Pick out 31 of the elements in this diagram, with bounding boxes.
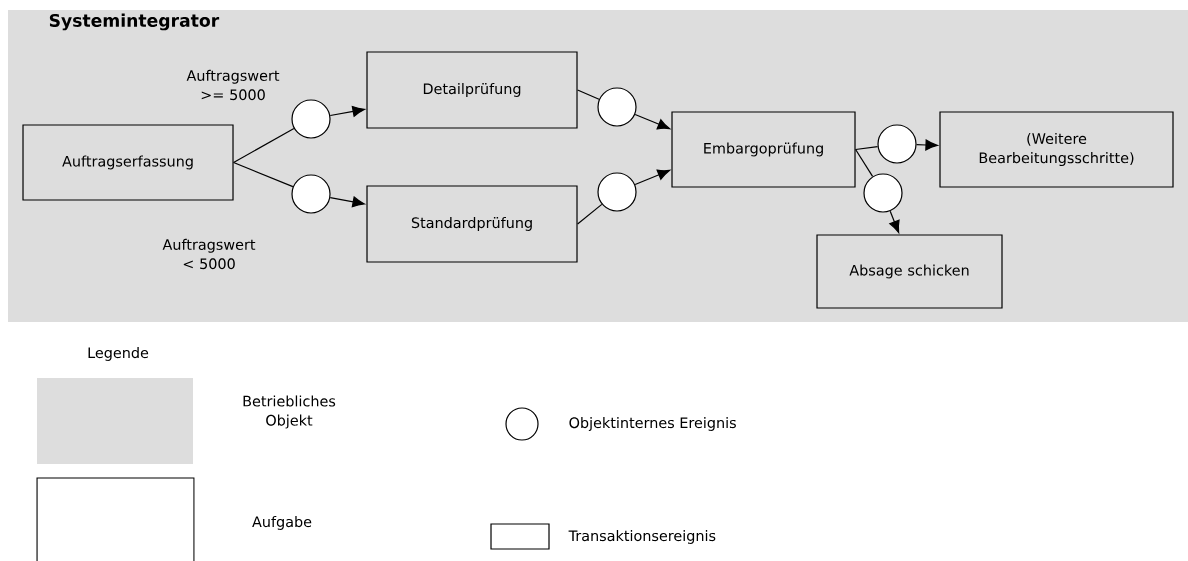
connector-line [233,161,294,188]
arrow [634,113,670,130]
task-box: Detailprüfung [366,51,578,129]
connector-line [855,146,879,151]
task-box: Embargoprüfung [671,111,856,188]
event-circle [291,99,331,139]
legend-label: Transaktionsereignis [568,530,716,544]
task-box: Absage schicken [816,234,1003,309]
task-box: (Weitere Bearbeitungsschritte) [939,111,1174,188]
arrow [916,139,938,151]
connector-line [233,128,295,164]
event-circle [877,124,917,164]
legend-label: Betriebliches Objekt [243,395,336,429]
connector-line [577,89,600,100]
connector-line [855,148,874,177]
condition-label: Auftragswert < 5000 [162,238,256,270]
task-box: Standardprüfung [366,185,578,263]
arrow [634,169,670,186]
arrow [889,210,900,233]
event-circle [597,172,637,212]
arrow [329,196,365,208]
legend-title: Legende [88,347,149,361]
connector-line [577,203,603,225]
arrow [329,106,365,117]
event-circle [597,87,637,127]
task-box: Auftragserfassung [22,124,234,201]
legend-label: Aufgabe [252,516,312,530]
legend-label: Objektinternes Ereignis [569,417,736,431]
event-circle [291,174,331,214]
condition-label: Auftragswert >= 5000 [186,69,280,101]
event-circle [863,173,903,213]
